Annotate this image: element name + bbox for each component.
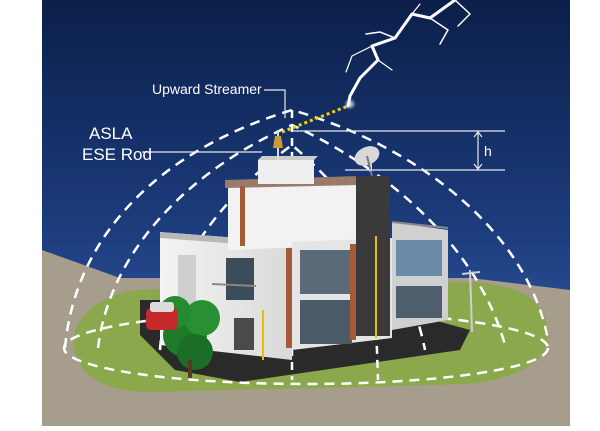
ese-rod-icon [273, 130, 283, 160]
upward-streamer-label: Upward Streamer [152, 81, 262, 97]
house [160, 156, 449, 360]
ese-rod-label: ESE Rod [82, 145, 152, 164]
utility-pole [461, 269, 481, 333]
height-label: h [484, 143, 492, 159]
satellite-dish-icon [354, 146, 380, 177]
car-icon [146, 302, 178, 330]
lightning-bolt-icon [345, 0, 471, 108]
annotation-lines [142, 89, 505, 171]
asla-label: ASLA [89, 124, 133, 143]
